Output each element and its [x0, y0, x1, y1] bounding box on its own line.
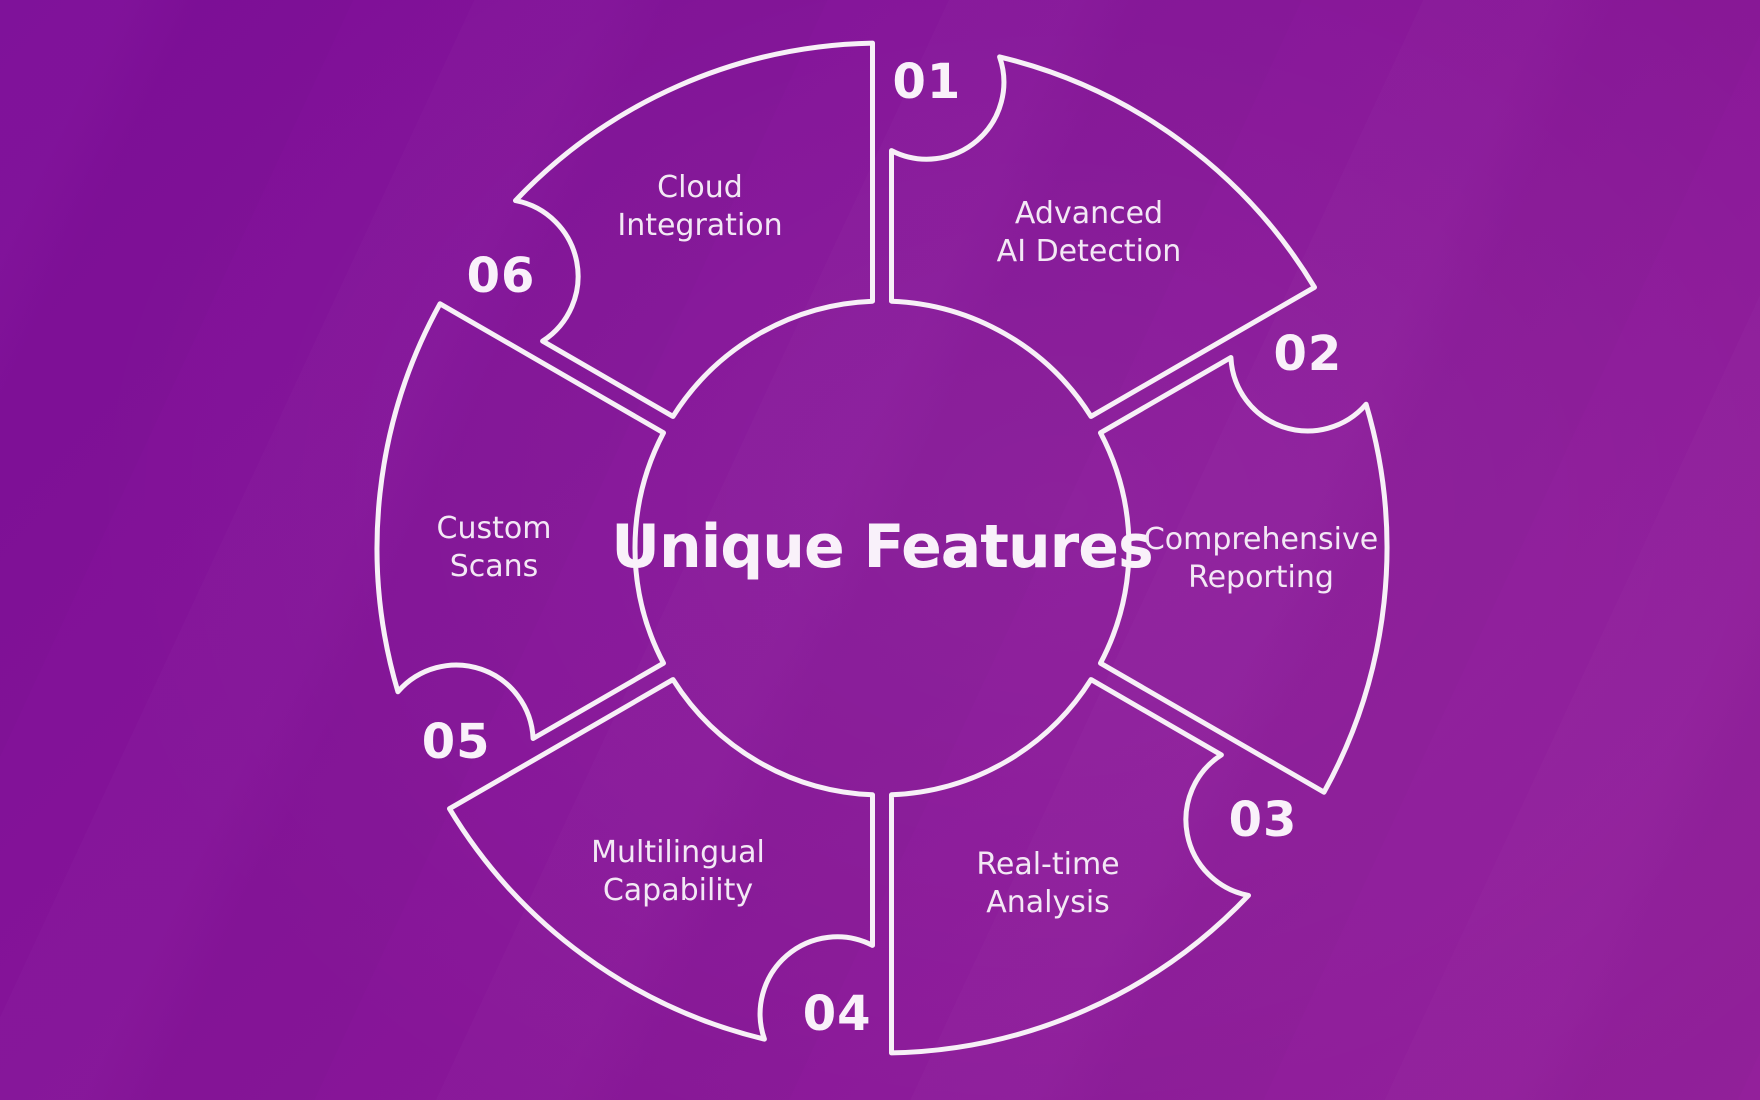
segment-label-custom-scans: Custom Scans [437, 510, 552, 586]
segment-shape-01 [889, 54, 1317, 419]
segment-number-02: 02 [1273, 325, 1343, 382]
label-line: Real-time [976, 847, 1120, 882]
segment-shape-06 [513, 40, 875, 419]
label-line: Cloud [657, 170, 743, 205]
segment-label-advanced-ai-detection: Advanced AI Detection [997, 195, 1182, 271]
segment-label-real-time-analysis: Real-time Analysis [976, 846, 1119, 922]
label-line: Reporting [1188, 560, 1334, 595]
segment-shape-05 [374, 301, 666, 741]
segment-label-cloud-integration: Cloud Integration [617, 169, 782, 245]
label-line: Integration [617, 208, 783, 243]
label-line: Comprehensive [1143, 522, 1379, 557]
segment-number-03: 03 [1228, 791, 1298, 848]
label-line: AI Detection [996, 234, 1182, 269]
segment-shape-04 [447, 677, 875, 1042]
segment-shape-02 [1098, 355, 1390, 795]
label-line: Custom [436, 511, 552, 546]
segment-label-multilingual-capability: Multilingual Capability [591, 834, 765, 910]
segment-number-06: 06 [466, 248, 536, 305]
label-line: Multilingual [591, 835, 765, 870]
segment-number-01: 01 [892, 54, 962, 111]
label-line: Capability [602, 873, 754, 908]
segment-number-05: 05 [421, 714, 491, 771]
segment-number-04: 04 [802, 985, 872, 1042]
segment-shape-03 [889, 677, 1251, 1056]
label-line: Analysis [986, 885, 1110, 920]
label-line: Scans [449, 549, 539, 584]
diagram-title: Unique Features [611, 511, 1153, 582]
segment-label-comprehensive-reporting: Comprehensive Reporting [1144, 521, 1378, 597]
label-line: Advanced [1014, 196, 1164, 231]
